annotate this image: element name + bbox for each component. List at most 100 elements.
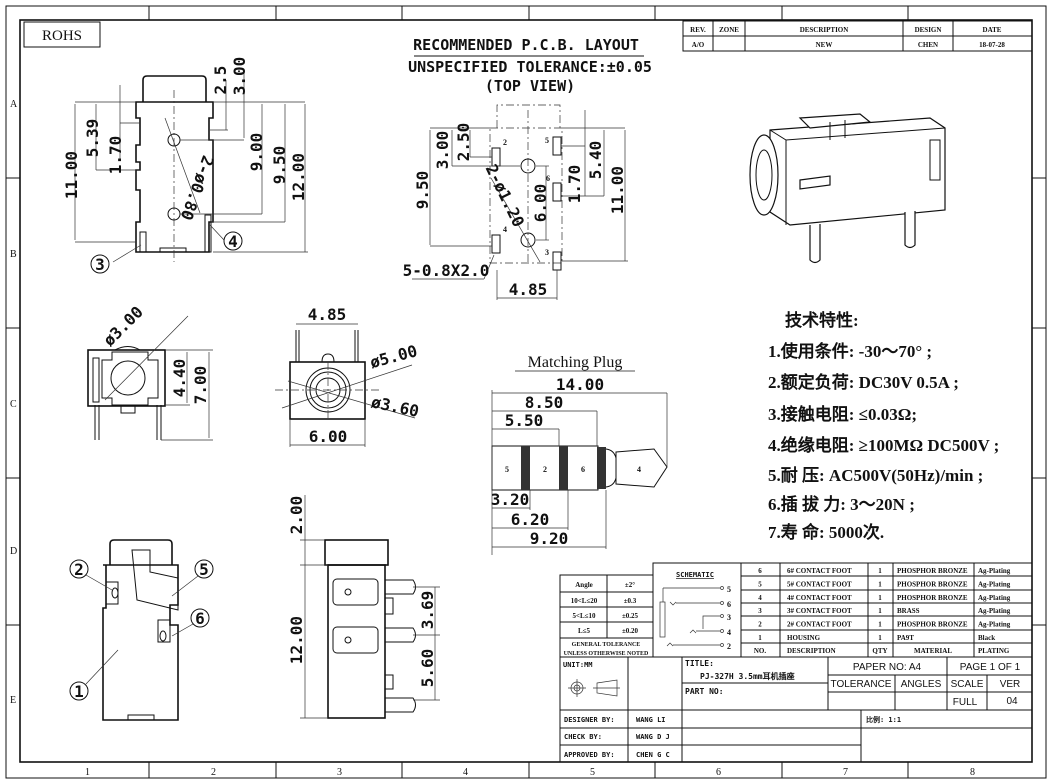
zone-col-label: 5 xyxy=(590,767,595,778)
side-dim-12-00: 12.00 xyxy=(287,616,306,664)
dim-3-00: 3.00 xyxy=(230,57,249,96)
pcb-dim-3-00: 3.00 xyxy=(433,131,452,170)
spec-item: 1.使用条件: -30～70° ; xyxy=(768,341,932,361)
dim-hole-dia: 2-ø0.80 xyxy=(177,153,218,223)
bottom-view: 2 5 6 1 xyxy=(69,539,214,721)
parts-cell: Ag-Plating xyxy=(978,567,1011,575)
dim-7-00: 7.00 xyxy=(191,366,210,405)
page-number: PAGE 1 OF 1 xyxy=(960,662,1021,673)
pcb-dim-1-70: 1.70 xyxy=(565,165,584,204)
parts-cell: 5# CONTACT FOOT xyxy=(787,580,852,588)
unit-label: UNIT:MM xyxy=(563,661,593,669)
ver-label: VER xyxy=(1000,679,1021,690)
dim-11-00: 11.00 xyxy=(62,151,81,199)
pcb-layout: RECOMMENDED P.C.B. LAYOUT UNSPECIFIED TO… xyxy=(403,36,652,300)
side-dim-2-00: 2.00 xyxy=(287,496,306,535)
specs-heading: 技术特性: xyxy=(785,310,859,330)
schematic: SCHEMATIC 5 6 3 4 2 xyxy=(652,562,742,658)
parts-cell: PHOSPHOR BRONZE xyxy=(897,580,968,588)
parts-cell: 1 xyxy=(878,607,882,615)
date-header: DATE xyxy=(983,26,1002,34)
part-no-label: PART NO: xyxy=(685,687,724,696)
top-side-view: 11.00 5.39 1.70 2.5 3.00 9.00 9.50 12.00… xyxy=(62,57,308,274)
tolerance-label: TOLERANCE xyxy=(831,679,892,690)
parts-cell: BRASS xyxy=(897,607,920,615)
tolerance-value: ±0.3 xyxy=(624,597,637,605)
parts-cell: 3 xyxy=(758,607,762,615)
side-dim-5-60: 5.60 xyxy=(418,649,437,688)
approver-name: CHEN G C xyxy=(636,751,670,759)
parts-cell: 1 xyxy=(758,634,762,642)
parts-cell: 2 xyxy=(758,621,762,629)
approved-label: APPROVED BY: xyxy=(564,751,615,759)
parts-header: DESCRIPTION xyxy=(787,647,836,655)
description-header: DESCRIPTION xyxy=(800,26,849,34)
title-label: TITLE: xyxy=(685,659,714,668)
schematic-pin: 6 xyxy=(727,600,731,609)
rev-value: A/O xyxy=(692,41,705,49)
spec-item: 3.接触电阻: ≤0.03Ω; xyxy=(768,404,917,424)
zone-row-label: E xyxy=(10,695,16,706)
dim-5-39: 5.39 xyxy=(83,119,102,158)
parts-cell: Ag-Plating xyxy=(978,621,1011,629)
dim-dia-3-60: ø3.60 xyxy=(370,392,421,421)
rohs-box: ROHS xyxy=(23,21,101,48)
isometric-view xyxy=(749,113,946,264)
parts-cell: PHOSPHOR BRONZE xyxy=(897,567,968,575)
dim-12-00: 12.00 xyxy=(289,153,308,201)
dim-1-70: 1.70 xyxy=(106,136,125,175)
zone-col-label: 2 xyxy=(211,767,216,778)
plug-segment-label: 5 xyxy=(505,465,509,474)
zone-row-label: C xyxy=(10,399,17,410)
pcb-layout-title: RECOMMENDED P.C.B. LAYOUT xyxy=(413,36,639,54)
spec-item: 5.耐 压: AC500V(50Hz)/min ; xyxy=(768,465,983,485)
dim-2-5: 2.5 xyxy=(211,66,230,95)
dim-dia-5-00: ø5.00 xyxy=(368,341,419,372)
tolerance-range: L≤5 xyxy=(578,627,591,635)
dim-4-40: 4.40 xyxy=(170,359,189,398)
pcb-view-label: (TOP VIEW) xyxy=(485,77,575,95)
rev-header: REV. xyxy=(690,26,706,34)
pcb-dim-11-00: 11.00 xyxy=(608,166,627,214)
parts-cell: Black xyxy=(978,634,995,642)
ratio: 比例: 1:1 xyxy=(866,715,901,724)
pcb-pin-label: 2 xyxy=(503,138,507,147)
tolerance-note: GENERAL TOLERANCE xyxy=(572,642,641,648)
drawing-border: 1 2 3 4 5 6 7 8 A B C D E xyxy=(5,5,1047,779)
parts-header: MATERIAL xyxy=(914,647,952,655)
zone-col-label: 6 xyxy=(716,767,721,778)
zone-header: ZONE xyxy=(719,26,739,34)
projection-symbol-icon xyxy=(568,679,620,697)
schematic-pin: 2 xyxy=(727,642,731,651)
pcb-dim-2-50: 2.50 xyxy=(454,123,473,162)
angles-label: ANGLES xyxy=(901,679,942,690)
plug-dim-3-20: 3.20 xyxy=(491,490,530,509)
tolerance-value: ±0.20 xyxy=(622,627,639,635)
dim-dia-3-00: ø3.00 xyxy=(99,302,146,349)
pcb-pin-label: 5 xyxy=(545,136,549,145)
designer-label: DESIGNER BY: xyxy=(564,716,615,724)
pcb-pin-label: 6 xyxy=(546,174,550,183)
pcb-dim-5-40: 5.40 xyxy=(586,141,605,180)
zone-col-label: 7 xyxy=(843,767,848,778)
technical-specs: 技术特性: 1.使用条件: -30～70° ; 2.额定负荷: DC30V 0.… xyxy=(768,310,999,542)
paper-size: PAPER NO: A4 xyxy=(853,662,922,673)
check-label: CHECK BY: xyxy=(564,733,602,741)
parts-cell: Ag-Plating xyxy=(978,594,1011,602)
tolerance-range: Angle xyxy=(575,581,593,589)
tolerance-table: Angle ±2° 10<L≤20 ±0.3 5<L≤10 ±0.25 L≤5 … xyxy=(559,574,654,658)
spec-item: 2.额定负荷: DC30V 0.5A ; xyxy=(768,372,959,392)
pcb-tolerance: UNSPECIFIED TOLERANCE:±0.05 xyxy=(408,58,652,76)
front-view: ø3.00 4.40 7.00 xyxy=(87,302,213,441)
plug-dim-9-20: 9.20 xyxy=(530,529,569,548)
parts-cell: PHOSPHOR BRONZE xyxy=(897,594,968,602)
tolerance-value: ±0.25 xyxy=(622,612,639,620)
scale-label: SCALE xyxy=(951,679,984,690)
parts-cell: 5 xyxy=(758,580,762,588)
title-block: UNIT:MM TITLE: PJ-327H 3.5mm耳机插座 PART NO… xyxy=(559,656,1033,763)
pcb-dim-6-00: 6.00 xyxy=(531,184,550,223)
pcb-dim-9-50: 9.50 xyxy=(413,171,432,210)
parts-cell: 4 xyxy=(758,594,762,602)
